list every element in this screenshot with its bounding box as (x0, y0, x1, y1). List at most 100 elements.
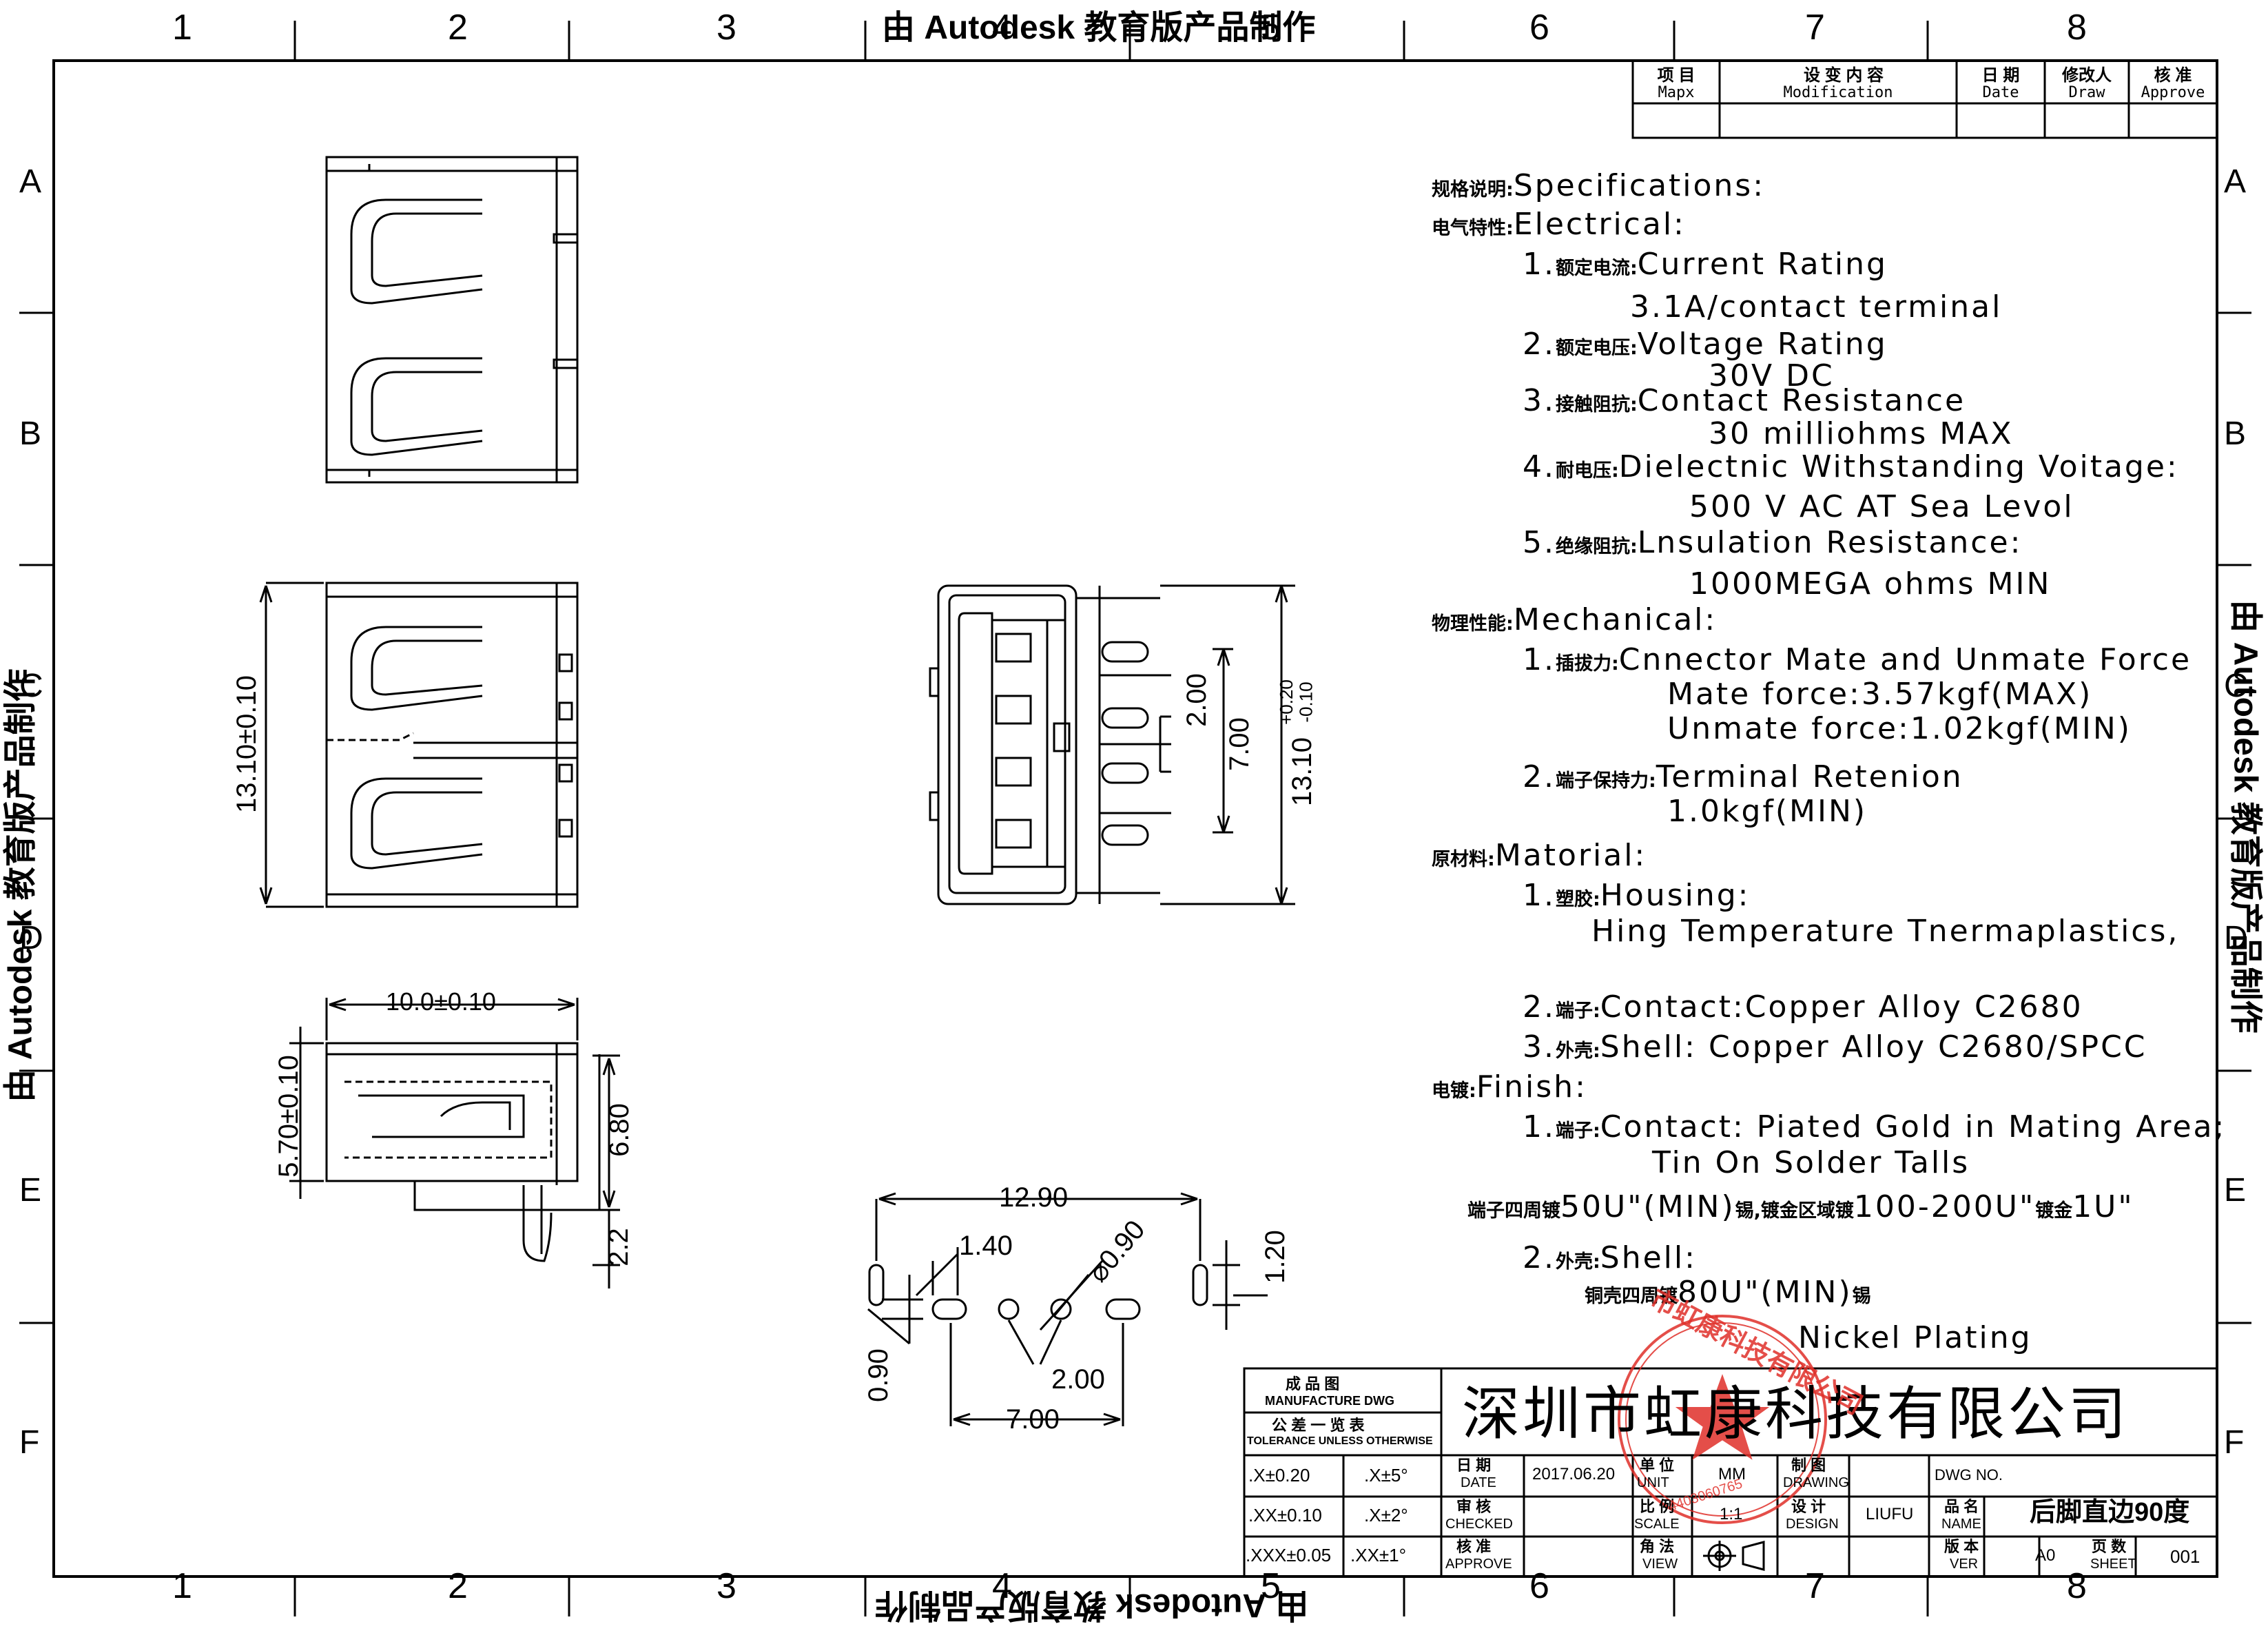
tb-sheet-cn: 页 数 (2092, 1538, 2127, 1555)
watermark-top: 由 Autodesk 教育版产品制作 (882, 10, 1316, 46)
watermark-right: 由 Autodesk 教育版产品制作 (2227, 599, 2264, 1034)
pcb-footprint (867, 1192, 1268, 1426)
grid-row-label-C: C (2224, 668, 2248, 704)
spec-line: 30V DC (1709, 358, 1835, 393)
revision-table (1631, 59, 2218, 139)
spec-line: 2.外壳:Shell: (1523, 1240, 1697, 1275)
spec-line: 1.插拔力:Cnnector Mate and Unmate Force (1523, 642, 2192, 677)
tb-tol2: .XX±0.10 (1248, 1505, 1322, 1526)
column-ticks (293, 21, 1929, 1616)
spec-line: 3.接触阻抗:Contact Resistance (1523, 383, 1966, 418)
tb-date-cn: 日 期 (1456, 1457, 1492, 1474)
spec-line: 3.1A/contact terminal (1630, 289, 2003, 325)
grid-col-label-4: 4 (992, 8, 1012, 48)
spec-line: 端子四周镀50U"(MIN)锡,镀金区域镀100-200U"镀金1U" (1467, 1189, 2134, 1224)
grid-col-label-3: 3 (717, 8, 736, 48)
rev-header-en: Mapx (1658, 84, 1695, 101)
dim-pcb-120: 1.20 (1259, 1230, 1290, 1284)
tb-unit-cn: 单 位 (1640, 1457, 1675, 1474)
tb-scale-en: SCALE (1634, 1517, 1680, 1532)
tb-ang2: .X±2° (1364, 1505, 1408, 1526)
spec-line: 1.额定电流:Current Rating (1523, 247, 1888, 282)
spec-line: Tin On Solder Talls (1652, 1145, 1970, 1180)
spec-line: Unmate force:1.02kgf(MIN) (1667, 711, 2132, 746)
tb-sheet-en: SHEET (2090, 1557, 2136, 1572)
grid-col-label-8: 8 (2067, 8, 2087, 48)
spec-line: 1000MEGA ohms MIN (1689, 566, 2052, 602)
tb-unit-en: UNIT (1637, 1475, 1669, 1490)
tb-tol1: .X±0.20 (1248, 1465, 1310, 1486)
tb-design-val: LIUFU (1866, 1505, 1914, 1523)
grid-col-label-7: 7 (1805, 8, 1825, 48)
tb-dwgno-en: DWG NO. (1935, 1466, 2003, 1483)
tb-scale-val: 1:1 (1720, 1505, 1743, 1523)
spec-line: 5.绝缘阻抗:Lnsulation Resistance: (1523, 525, 2023, 560)
tb-ang3: .XX±1° (1350, 1545, 1407, 1565)
tb-name-en: NAME (1941, 1517, 1981, 1532)
projection-symbol-icon (1703, 1541, 1765, 1571)
dim-front-200: 2.00 (1181, 673, 1212, 727)
spec-line: 1.0kgf(MIN) (1667, 794, 1868, 829)
rev-header-cn: 修改人 (2062, 66, 2112, 85)
grid-col-label-5: 5 (1261, 8, 1281, 48)
dim-pcb-1290: 12.90 (999, 1182, 1069, 1213)
grid-col-label-4: 4 (992, 1566, 1012, 1606)
grid-row-label-B: B (2224, 415, 2247, 452)
watermark-bottom: 由 Autodesk 教育版产品制作 (875, 1587, 1309, 1623)
dim-front-tol-minus: -0.10 (1295, 681, 1317, 723)
tb-view-cn: 角 法 (1640, 1538, 1675, 1555)
tb-ver-cn: 版 本 (1944, 1538, 1979, 1555)
rev-header-cn: 核 准 (2154, 66, 2192, 85)
spec-line: 电镀:Finish: (1432, 1069, 1587, 1105)
dim-front-tol-plus: +0.20 (1275, 679, 1297, 725)
grid-col-label-8: 8 (2067, 1566, 2087, 1606)
grid-col-label-6: 6 (1529, 8, 1549, 48)
side-view (259, 582, 579, 908)
tb-approve-en: APPROVE (1445, 1557, 1512, 1572)
top-view (325, 156, 579, 484)
dim-pcb-140: 1.40 (959, 1231, 1013, 1261)
dim-pcb-700: 7.00 (1006, 1404, 1060, 1435)
spec-line: Nickel Plating (1798, 1320, 2032, 1355)
tb-company: 深圳市虹康科技有限公司 (1462, 1382, 2130, 1446)
rev-header-cn: 设 变 内 容 (1804, 66, 1884, 85)
rev-header-en: Draw (2068, 84, 2105, 101)
row-ticks (19, 311, 2251, 1324)
grid-row-label-D: D (19, 920, 43, 956)
grid-row-label-A: A (2224, 163, 2247, 200)
tb-design-en: DESIGN (1786, 1517, 1839, 1532)
tb-drawing-cn: 制 图 (1791, 1457, 1826, 1474)
dim-left-height: 5.70±0.10 (273, 1055, 304, 1178)
tb-name-val: 后脚直边90度 (2030, 1498, 2190, 1527)
spec-line: 4.耐电压:Dielectnic Withstanding Voitage: (1523, 449, 2179, 484)
dim-front-700: 7.00 (1224, 717, 1255, 771)
tb-view-en: VIEW (1642, 1557, 1678, 1572)
tb-unit-val: MM (1718, 1465, 1746, 1483)
spec-line: 物理性能:Mechanical: (1432, 602, 1718, 637)
tb-checked-cn: 审 核 (1456, 1498, 1492, 1515)
tb-product-en: MANUFACTURE DWG (1265, 1394, 1394, 1408)
grid-col-label-1: 1 (172, 1566, 192, 1606)
spec-line: 铜壳四周镀80U"(MIN)锡 (1585, 1275, 1871, 1310)
tb-design-cn: 设 计 (1791, 1498, 1826, 1515)
dim-680: 6.80 (604, 1103, 635, 1157)
rev-header-cn: 日 期 (1981, 66, 2020, 85)
spec-line: 500 V AC AT Sea Levol (1689, 489, 2074, 524)
spec-line: 1.端子:Contact: Piated Gold in Mating Area… (1523, 1109, 2227, 1144)
rev-header-en: Approve (2141, 84, 2205, 101)
tb-approve-cn: 核 准 (1456, 1538, 1492, 1555)
tb-date-en: DATE (1461, 1475, 1496, 1490)
grid-col-label-6: 6 (1529, 1566, 1549, 1606)
dim-22: 2.2 (603, 1228, 634, 1266)
grid-col-label-5: 5 (1261, 1566, 1281, 1606)
tb-date-val: 2017.06.20 (1532, 1465, 1616, 1483)
grid-row-label-A: A (19, 163, 42, 200)
spec-line: 1.塑胶:Housing: (1523, 878, 1751, 913)
tb-ver-en: VER (1950, 1557, 1979, 1572)
grid-col-label-1: 1 (172, 8, 192, 48)
grid-row-label-F: F (19, 1424, 40, 1461)
spec-line: 2.端子保持力:Terminal Retenion (1523, 759, 1963, 794)
dim-front-1310: 13.10 (1287, 737, 1318, 807)
spec-line: Mate force:3.57kgf(MAX) (1667, 677, 2093, 712)
grid-col-label-3: 3 (717, 1566, 736, 1606)
